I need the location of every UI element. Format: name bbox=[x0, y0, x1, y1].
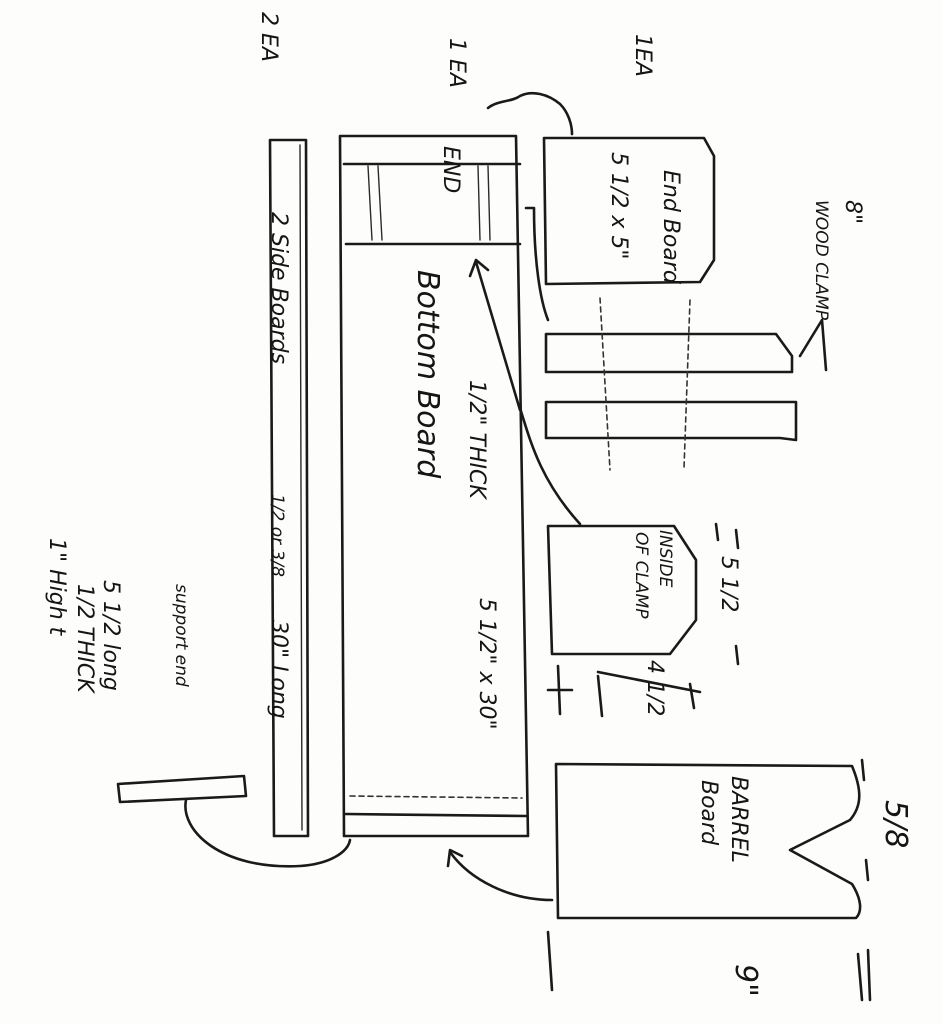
bottom-arrow-head bbox=[468, 258, 490, 278]
barrel-arrow-head bbox=[446, 848, 464, 868]
side-board-drawing bbox=[268, 138, 310, 838]
clamp-pointer-line bbox=[518, 406, 582, 526]
label-clamp-width: 5 1/2 bbox=[716, 556, 741, 612]
label-wood-clamp: WOOD CLAMP bbox=[811, 200, 831, 321]
label-qty-2ea: 2 EA bbox=[256, 12, 281, 62]
end-pointer-arrow bbox=[486, 91, 574, 136]
label-barrel-width: 5/8 bbox=[878, 800, 913, 848]
label-barrel-board: Board bbox=[696, 780, 721, 846]
bottom-arrow-line bbox=[474, 260, 522, 412]
label-side-boards: 2 Side Boards bbox=[266, 212, 291, 364]
label-inside-clamp-2: OF CLAMP bbox=[631, 532, 651, 619]
label-bottom-thick: 1/2" THICK bbox=[464, 380, 489, 500]
label-side-length: 30" Long bbox=[266, 620, 291, 719]
barrel-pointer-line bbox=[448, 850, 554, 902]
tick-marks bbox=[714, 522, 740, 666]
label-support-thick: 1/2 THICK bbox=[72, 584, 97, 694]
barrel-board-drawing bbox=[554, 762, 862, 920]
label-end-dims: 5 1/2 x 5" bbox=[606, 152, 631, 260]
label-inside-clamp-1: INSIDE bbox=[655, 530, 675, 588]
label-bottom-board: Bottom Board bbox=[410, 270, 445, 479]
label-support-end: support end bbox=[171, 584, 191, 687]
support-end-drawing bbox=[116, 774, 248, 804]
dimension-ticks bbox=[860, 758, 872, 1002]
label-end-tag: END bbox=[438, 146, 463, 193]
bottom-board-drawing bbox=[338, 134, 530, 838]
label-end-board: End Board bbox=[658, 170, 683, 285]
label-qty-1ea-b: 1EA bbox=[630, 34, 655, 77]
label-qty-1ea-a: 1 EA bbox=[444, 38, 469, 88]
label-barrel-length: 9" bbox=[728, 964, 763, 997]
support-pointer-line bbox=[184, 798, 352, 868]
wood-clamp-drawing bbox=[544, 297, 828, 471]
label-support-length: 5 1/2 long bbox=[98, 580, 123, 691]
label-barrel: BARREL bbox=[726, 776, 751, 863]
end-board-drawing bbox=[542, 136, 716, 286]
label-support-height: 1" High t bbox=[44, 538, 69, 637]
label-clamp-length: 8" bbox=[840, 200, 865, 224]
label-clamp-height: 4 1/2 bbox=[642, 660, 667, 716]
inside-clamp-drawing bbox=[546, 524, 702, 718]
end-board-arrow bbox=[524, 206, 550, 322]
label-side-thickness: 1/2 or 3/8 bbox=[267, 494, 287, 577]
length-ticks bbox=[546, 930, 864, 1002]
label-bottom-dims: 5 1/2" x 30" bbox=[474, 598, 499, 730]
